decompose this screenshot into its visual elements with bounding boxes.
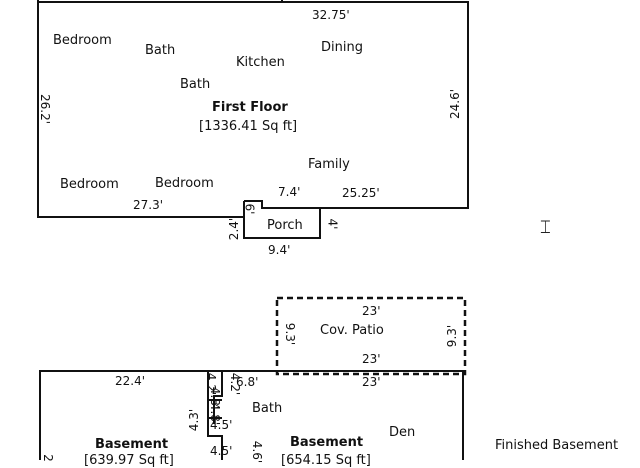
first-floor-dim-bottom-mid: 7.4' [278,185,301,199]
basement-title-right: Basement [290,435,364,450]
first-floor-dim-top: 32.75' [312,8,350,22]
room-bedroom-bottom-left: Bedroom [60,177,119,192]
basement-dim-top-left: 22.4' [115,374,146,388]
legend-finished-basement: Finished Basement [495,438,619,453]
room-family: Family [308,157,350,172]
first-floor-dim-bottom-left: 27.3' [133,198,164,212]
room-den: Den [389,425,416,440]
first-floor-outline [37,0,469,218]
text-cursor-icon: ⌶ [540,217,551,238]
basement-area-left: [639.97 Sq ft] [84,453,174,468]
basement-outline [39,370,464,460]
basement-dim-small-f: 4.5' [210,418,233,432]
porch-dim-small-b: 4' [325,218,340,230]
first-floor-area: [1336.41 Sq ft] [199,119,298,134]
patio-dim-right: 9.3' [445,324,460,348]
basement-dim-left-edge: 2 [40,454,55,462]
patio-dim-top: 23' [362,304,381,318]
porch-dim-left: 2.4' [227,217,242,241]
basement-dim-small-e: 4.3' [187,408,202,432]
room-bath-top: Bath [145,43,176,58]
porch-dim-bottom: 9.4' [268,243,291,257]
first-floor-title: First Floor [212,100,288,115]
porch-outline [236,200,321,239]
porch-dim-small-a: 6' [242,203,257,215]
patio-outline [275,296,467,376]
basement-area-right: [654.15 Sq ft] [281,453,371,468]
first-floor-dim-left: 26.2' [38,93,53,125]
basement-dim-top-right: 23' [362,375,381,389]
patio-label: Cov. Patio [320,323,384,338]
patio-dim-bottom: 23' [362,352,381,366]
room-basement-bath: Bath [252,401,283,416]
room-bedroom-top: Bedroom [53,33,112,48]
room-dining: Dining [321,40,363,55]
basement-dim-small-g: 4.5' [210,444,233,458]
first-floor-dim-right: 24.6' [448,88,463,120]
first-floor-dim-bottom-right: 25.25' [342,186,380,200]
room-bedroom-bottom-mid: Bedroom [155,176,214,191]
room-kitchen: Kitchen [236,55,285,70]
basement-title-left: Basement [95,437,169,452]
patio-dim-left: 9.3' [283,322,298,346]
room-bath-mid: Bath [180,77,211,92]
basement-dim-top-mid: 6.8' [236,375,259,389]
room-porch: Porch [267,218,303,233]
